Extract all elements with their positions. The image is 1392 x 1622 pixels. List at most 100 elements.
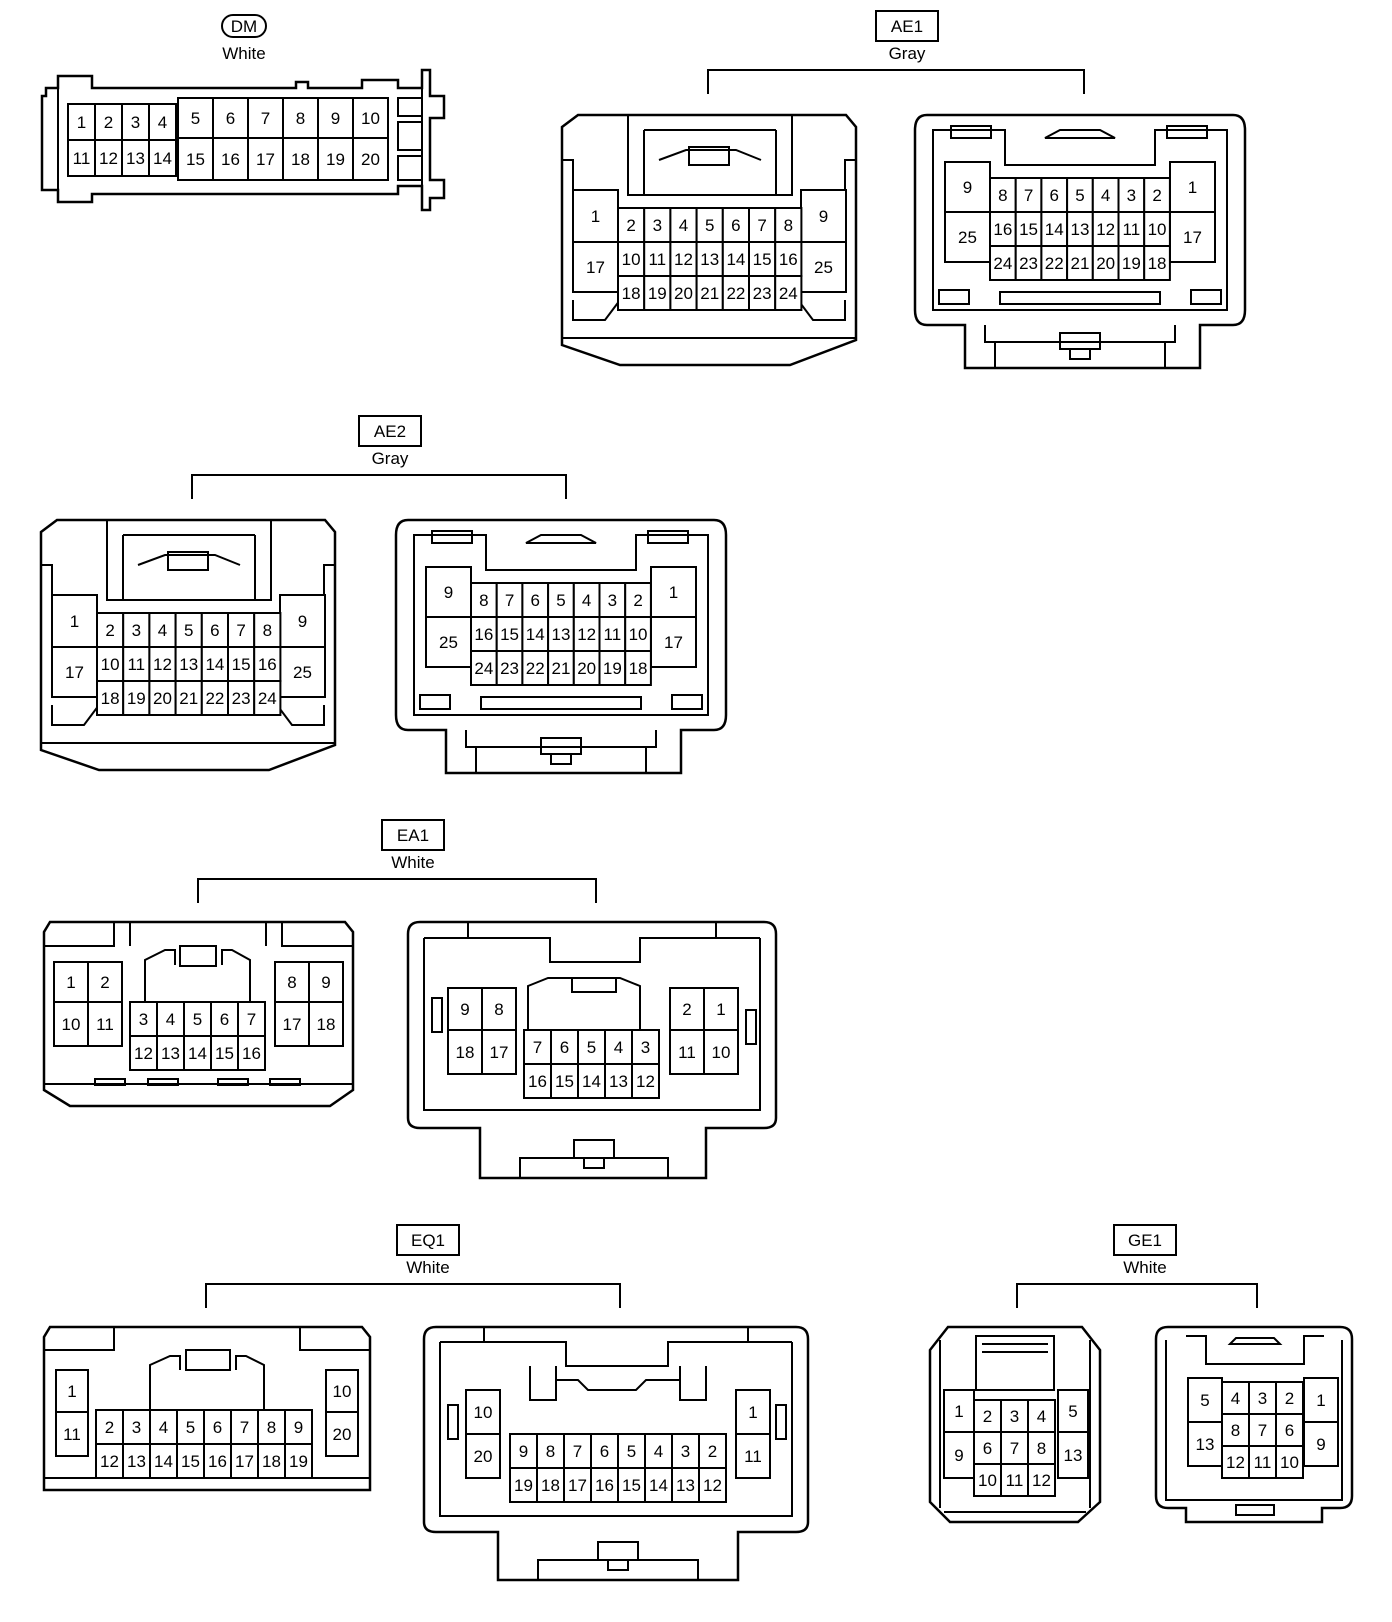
pin-number: 22 xyxy=(205,689,224,708)
pin: 1 xyxy=(735,1389,771,1435)
pin-number: 16 xyxy=(993,220,1012,239)
pin-number: 14 xyxy=(526,625,545,644)
pin: 21 xyxy=(174,680,203,716)
pin: 3 xyxy=(1000,1399,1029,1433)
pin: 6 xyxy=(521,582,550,618)
pin-number: 17 xyxy=(283,1015,302,1034)
pin: 22 xyxy=(200,680,230,716)
pin: 23 xyxy=(1014,245,1043,281)
pin-number: 11 xyxy=(604,625,622,644)
pin: 25 xyxy=(800,241,847,293)
pin: 3 xyxy=(671,1433,700,1469)
ae1-color: Gray xyxy=(889,44,926,63)
pin-number: 21 xyxy=(1070,254,1089,273)
pin-number: 4 xyxy=(166,1010,175,1029)
pin: 11 xyxy=(735,1433,771,1479)
pin-number: 20 xyxy=(474,1447,493,1466)
pin-number: 12 xyxy=(153,655,172,674)
pin: 14 xyxy=(644,1467,673,1503)
pin-number: 15 xyxy=(753,250,772,269)
pin-number: 10 xyxy=(333,1382,352,1401)
pin-number: 13 xyxy=(551,625,570,644)
pin-number: 22 xyxy=(726,284,745,303)
pin-number: 3 xyxy=(132,621,141,640)
pin-number: 15 xyxy=(1019,220,1038,239)
pin: 9 xyxy=(800,189,847,243)
pin: 3 xyxy=(1248,1381,1277,1415)
pin-number: 11 xyxy=(648,250,666,269)
pin: 2 xyxy=(96,612,125,648)
pin: 15 xyxy=(617,1467,646,1503)
pin: 24 xyxy=(989,245,1017,281)
pin: 25 xyxy=(425,616,472,668)
pin: 1 xyxy=(1169,161,1216,213)
pin: 8 xyxy=(257,1409,286,1445)
pin-number: 14 xyxy=(649,1476,668,1495)
pin: 4 xyxy=(1221,1381,1250,1415)
pin-number: 10 xyxy=(629,625,648,644)
pin: 15 xyxy=(1014,211,1043,247)
pin-number: 14 xyxy=(153,149,172,168)
pin-number: 11 xyxy=(1123,220,1141,239)
pin: 10 xyxy=(1143,211,1171,247)
pin: 5 xyxy=(1057,1389,1089,1433)
ae1-right-connector: 9251178162471523614225132141220311192101… xyxy=(913,113,1247,370)
pin: 11 xyxy=(55,1411,89,1457)
pin-number: 17 xyxy=(1183,228,1202,247)
pin: 10 xyxy=(617,241,646,277)
pin: 13 xyxy=(695,241,724,277)
pin: 24 xyxy=(253,680,282,716)
pin-number: 8 xyxy=(479,591,488,610)
pin: 15 xyxy=(495,616,524,652)
pin: 12 xyxy=(1221,1445,1250,1479)
pin: 9 xyxy=(447,987,483,1031)
pin-number: 14 xyxy=(188,1044,207,1063)
pin: 12 xyxy=(94,139,123,177)
pin-number: 9 xyxy=(321,973,330,992)
ae1-code: AE1 xyxy=(891,17,923,36)
pin: 9 xyxy=(279,594,326,648)
pin-number: 20 xyxy=(674,284,693,303)
pin-number: 19 xyxy=(326,150,345,169)
pin-number: 10 xyxy=(361,109,380,128)
pin-number: 24 xyxy=(258,689,277,708)
pin: 17 xyxy=(1169,211,1216,263)
pin-number: 3 xyxy=(132,1418,141,1437)
pin: 14 xyxy=(721,241,751,277)
pin-number: 14 xyxy=(726,250,745,269)
pin-number: 7 xyxy=(757,216,766,235)
pin-number: 22 xyxy=(1045,254,1064,273)
pin: 25 xyxy=(944,211,991,263)
pin: 9 xyxy=(425,566,472,618)
pin-number: 15 xyxy=(555,1072,574,1091)
pin: 5 xyxy=(176,1409,205,1445)
pin: 9 xyxy=(308,961,344,1003)
pin-number: 2 xyxy=(983,1407,992,1426)
pin-number: 16 xyxy=(779,250,798,269)
pin-number: 5 xyxy=(705,216,714,235)
pin: 13 xyxy=(604,1063,633,1099)
pin: 22 xyxy=(521,650,550,686)
pin: 4 xyxy=(604,1029,633,1065)
pin: 13 xyxy=(156,1035,185,1071)
pin-number: 7 xyxy=(240,1418,249,1437)
pin-number: 20 xyxy=(577,659,596,678)
pin: 23 xyxy=(495,650,524,686)
pin-number: 1 xyxy=(591,207,600,226)
pin-number: 5 xyxy=(191,109,200,128)
pin-number: 20 xyxy=(361,150,380,169)
pin-number: 17 xyxy=(65,663,84,682)
pin-number: 3 xyxy=(1258,1389,1267,1408)
pin-number: 9 xyxy=(331,109,340,128)
pin: 19 xyxy=(643,275,672,311)
pin: 2 xyxy=(94,103,123,141)
pin-number: 13 xyxy=(676,1476,695,1495)
pin: 7 xyxy=(1248,1413,1277,1447)
pin-number: 25 xyxy=(293,663,312,682)
pin: 9 xyxy=(1303,1421,1339,1467)
pin-number: 4 xyxy=(158,113,167,132)
pin-number: 1 xyxy=(66,973,75,992)
pin: 19 xyxy=(1117,245,1146,281)
